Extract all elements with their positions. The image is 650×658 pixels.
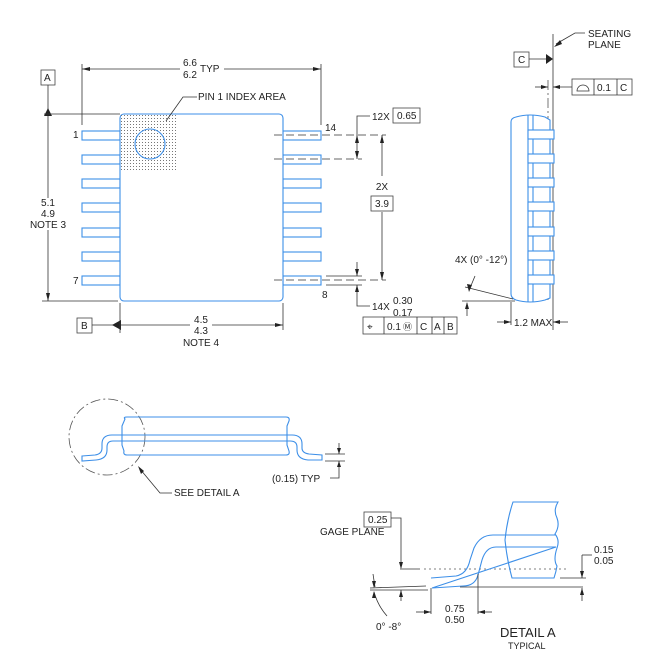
datum-c-box <box>513 51 530 68</box>
lead-width-max: 0.30 <box>393 296 413 307</box>
pitch-value: 0.65 <box>397 111 417 122</box>
length-max: 5.1 <box>41 198 55 209</box>
see-detail-label: SEE DETAIL A <box>174 488 240 499</box>
length-min: 4.9 <box>41 209 55 220</box>
standoff-min: 0.05 <box>594 556 614 567</box>
profile-value: 0.1 <box>597 83 611 94</box>
pin1-marker-icon <box>134 128 166 160</box>
width-suffix: TYP <box>200 64 220 75</box>
position-datum-1: C <box>420 322 427 333</box>
profile-datum: C <box>620 83 627 94</box>
detail-a: 0.25 GAGE PLANE 0.15 0.05 0.75 0.50 0 <box>320 501 614 651</box>
end-view: SEE DETAIL A (0.15) TYP <box>68 398 345 499</box>
datum-b-box <box>76 317 93 334</box>
foot-length-max: 0.75 <box>445 604 465 615</box>
gage-value: 0.25 <box>368 515 388 526</box>
lead-width-count: 14X <box>372 302 390 313</box>
foot-length-min: 0.50 <box>445 615 465 626</box>
pin1-index-area <box>121 115 176 170</box>
gage-box <box>363 511 392 528</box>
side-leads <box>527 129 555 285</box>
detail-lead <box>430 534 557 589</box>
pitch-count: 12X <box>372 112 390 123</box>
span-box <box>370 195 394 212</box>
body-width-max: 4.5 <box>194 315 208 326</box>
width-min: 6.2 <box>183 70 197 81</box>
lead-thickness: (0.15) TYP <box>272 474 320 485</box>
position-value: 0.1 <box>387 322 401 333</box>
pin-label-14: 14 <box>325 123 337 134</box>
lead-width-min: 0.17 <box>393 308 413 319</box>
width-max: 6.6 <box>183 58 197 69</box>
detail-circle <box>68 398 146 476</box>
pin-label-7: 7 <box>73 276 79 287</box>
seating-plane-line1: SEATING <box>588 29 631 40</box>
position-tolerance-frame: ⌖ 0.1 Ⓜ C A B <box>362 316 458 335</box>
datum-a: A <box>44 73 51 84</box>
side-view: SEATING PLANE C 0.1 C <box>455 29 633 330</box>
detail-subtitle: TYPICAL <box>508 641 546 651</box>
end-leads <box>81 434 323 462</box>
left-pins <box>81 130 121 286</box>
mmc-icon: Ⓜ <box>403 322 412 332</box>
pitch-box <box>392 107 421 124</box>
datum-b: B <box>81 321 88 332</box>
height-value: 1.2 MAX <box>514 318 553 329</box>
detail-title: DETAIL A <box>500 625 556 640</box>
end-body <box>121 416 290 456</box>
pin-label-1: 1 <box>73 130 79 141</box>
position-icon: ⌖ <box>367 322 373 333</box>
length-note: NOTE 3 <box>30 220 67 231</box>
pin1-index-label: PIN 1 INDEX AREA <box>198 92 286 103</box>
span-count: 2X <box>376 182 389 193</box>
standoff-max: 0.15 <box>594 545 614 556</box>
foot-angle: 0° -8° <box>376 622 401 633</box>
pin-label-8: 8 <box>322 290 328 301</box>
right-pins <box>282 130 322 286</box>
seating-plane-line2: PLANE <box>588 40 621 51</box>
side-angle: 4X (0° -12°) <box>455 255 507 266</box>
body-width-note: NOTE 4 <box>183 338 220 349</box>
position-datum-3: B <box>447 322 454 333</box>
top-view: 1 7 14 8 PIN 1 INDEX AREA 6.6 6.2 TYP A … <box>30 58 458 349</box>
span-value: 3.9 <box>375 199 389 210</box>
body-width-min: 4.3 <box>194 326 208 337</box>
detail-body <box>504 501 559 579</box>
position-datum-2: A <box>434 322 441 333</box>
profile-icon <box>576 84 590 92</box>
datum-c: C <box>518 55 525 66</box>
gage-plane-label: GAGE PLANE <box>320 527 385 538</box>
